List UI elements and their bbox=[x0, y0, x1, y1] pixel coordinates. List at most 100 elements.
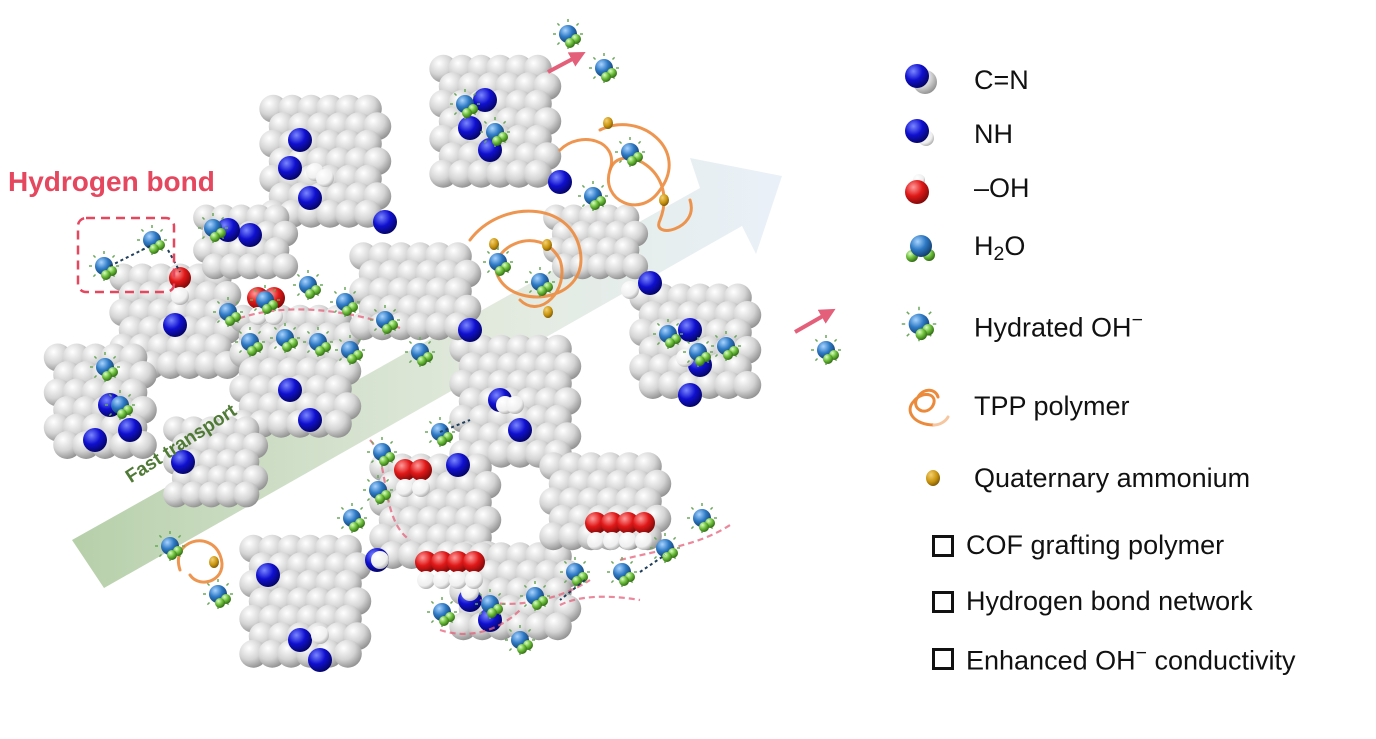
nitrogen-atom bbox=[473, 88, 497, 112]
nitrogen-atom bbox=[458, 116, 482, 140]
hydroxyl-molecule-icon bbox=[894, 166, 950, 210]
carbon-atom bbox=[233, 481, 260, 508]
water-hydrogen bbox=[537, 286, 547, 296]
water-hydrogen bbox=[225, 316, 235, 326]
hydrated-hydroxide bbox=[137, 225, 167, 255]
water-hydrogen bbox=[619, 576, 629, 586]
water-hydrogen bbox=[210, 232, 220, 242]
hydrated-hydroxide bbox=[303, 327, 333, 357]
legend-label-hydroxyl: –OH bbox=[974, 172, 1030, 203]
oxygen-atom bbox=[415, 551, 437, 573]
water-hydrogen bbox=[601, 72, 611, 82]
hydrated-hydroxide bbox=[578, 181, 608, 211]
hydrogen-atom bbox=[506, 396, 524, 414]
water-hydrogen bbox=[349, 522, 359, 532]
hydrated-hydroxide bbox=[483, 247, 513, 277]
nitrogen-atom bbox=[458, 318, 482, 342]
oxygen-atom bbox=[169, 267, 191, 289]
oxygen-atom bbox=[633, 512, 655, 534]
exit-arrow bbox=[547, 51, 586, 74]
hydrated-hydroxide bbox=[450, 89, 480, 119]
nitrogen-atom bbox=[678, 383, 702, 407]
hydrated-hydroxide bbox=[553, 19, 583, 49]
water-hydrogen bbox=[517, 644, 527, 654]
oxygen-atom bbox=[463, 551, 485, 573]
water-hydrogen bbox=[101, 270, 111, 280]
hydrated-label-main: Hydrated OH bbox=[974, 312, 1132, 343]
water-hydrogen bbox=[305, 289, 315, 299]
nitrogen-atom bbox=[256, 563, 280, 587]
legend-item-tpp-polymer: TPP polymer bbox=[894, 384, 1130, 428]
nitrogen-atom bbox=[83, 428, 107, 452]
nitrogen-atom bbox=[288, 628, 312, 652]
hydrogen-atom bbox=[603, 532, 621, 550]
checkbox-square-icon bbox=[932, 648, 954, 671]
water-hydrogen bbox=[590, 200, 600, 210]
water-hydrogen bbox=[437, 436, 447, 446]
water-label-sub: 2 bbox=[993, 242, 1005, 265]
legend-label-hydrated: Hydrated OH− bbox=[974, 309, 1143, 344]
hydrated-hydroxide bbox=[405, 337, 435, 367]
water-hydrogen bbox=[915, 328, 928, 341]
water-hydrogen bbox=[695, 356, 705, 366]
nitrogen-atom bbox=[163, 313, 187, 337]
check-item-hydrogen-bond-network: Hydrogen bond network bbox=[890, 586, 1253, 617]
hydrated-hydroxide bbox=[213, 297, 243, 327]
cof-cluster bbox=[349, 242, 482, 341]
nitrogen-atom bbox=[171, 450, 195, 474]
nitrogen-atom bbox=[298, 186, 322, 210]
water-hydrogen bbox=[247, 346, 257, 356]
legend-item-hydrated-hydroxide: Hydrated OH− bbox=[894, 304, 1143, 348]
check-item-enhanced-conductivity: Enhanced OH− conductivity bbox=[890, 642, 1296, 677]
hydrated-hydroxide bbox=[235, 327, 265, 357]
cof-cluster bbox=[629, 283, 762, 399]
hydrated-hydroxide bbox=[475, 589, 505, 619]
check-label-conductivity: Enhanced OH− conductivity bbox=[966, 642, 1296, 677]
nitrogen-atom bbox=[446, 453, 470, 477]
legend-label-tpp: TPP polymer bbox=[974, 390, 1130, 421]
hydrogen-atom bbox=[433, 571, 451, 589]
carbon-atom bbox=[543, 612, 572, 641]
water-hydrogen bbox=[102, 371, 112, 381]
hydrated-hydroxide bbox=[203, 579, 233, 609]
carbon-atom bbox=[523, 159, 552, 188]
hydrogen-atom bbox=[635, 532, 653, 550]
water-hydrogen bbox=[492, 136, 502, 146]
hydrated-hydroxide bbox=[711, 331, 741, 361]
nitrogen-atom bbox=[508, 418, 532, 442]
hydrogen-atom bbox=[171, 287, 189, 305]
nitrogen-atom bbox=[278, 378, 302, 402]
tpp-polymer-chain bbox=[468, 209, 583, 308]
checkbox-square-icon bbox=[932, 590, 954, 613]
hydrated-hydroxide-icon bbox=[894, 304, 950, 348]
water-hydrogen bbox=[723, 350, 733, 360]
hydrated-hydroxide bbox=[615, 137, 645, 167]
water-hydrogen bbox=[823, 354, 833, 364]
water-hydrogen bbox=[167, 550, 177, 560]
oxygen-atom bbox=[394, 459, 416, 481]
hydrated-hydroxide bbox=[901, 306, 937, 342]
water-hydrogen bbox=[495, 266, 505, 276]
hydrogen-bond-label: Hydrogen bond bbox=[8, 166, 215, 197]
water-molecules bbox=[89, 19, 841, 655]
water-hydrogen bbox=[117, 409, 127, 419]
legend-item-hydroxyl: –OH bbox=[894, 166, 1030, 210]
water-hydrogen bbox=[379, 456, 389, 466]
hydrated-hydroxide bbox=[105, 390, 135, 420]
water-hydrogen bbox=[342, 306, 352, 316]
nitrogen-atom bbox=[308, 648, 332, 672]
oxygen-atom bbox=[617, 512, 639, 534]
hydrogen-bond-link bbox=[109, 245, 151, 267]
hydrogen-atom bbox=[621, 281, 639, 299]
ion-path bbox=[619, 524, 731, 562]
hydrated-hydroxide bbox=[367, 437, 397, 467]
hydrogen-atom bbox=[465, 571, 483, 589]
water-hydrogen bbox=[282, 342, 292, 352]
legend-item-water: H2O bbox=[894, 226, 1025, 270]
oxygen-atom bbox=[410, 459, 432, 481]
hydrated-hydroxide bbox=[607, 557, 637, 587]
nitrogen-atom bbox=[118, 418, 142, 442]
check-label-cof-grafting: COF grafting polymer bbox=[966, 530, 1225, 560]
water-hydrogen bbox=[382, 324, 392, 334]
legend-label-water: H2O bbox=[974, 231, 1025, 266]
